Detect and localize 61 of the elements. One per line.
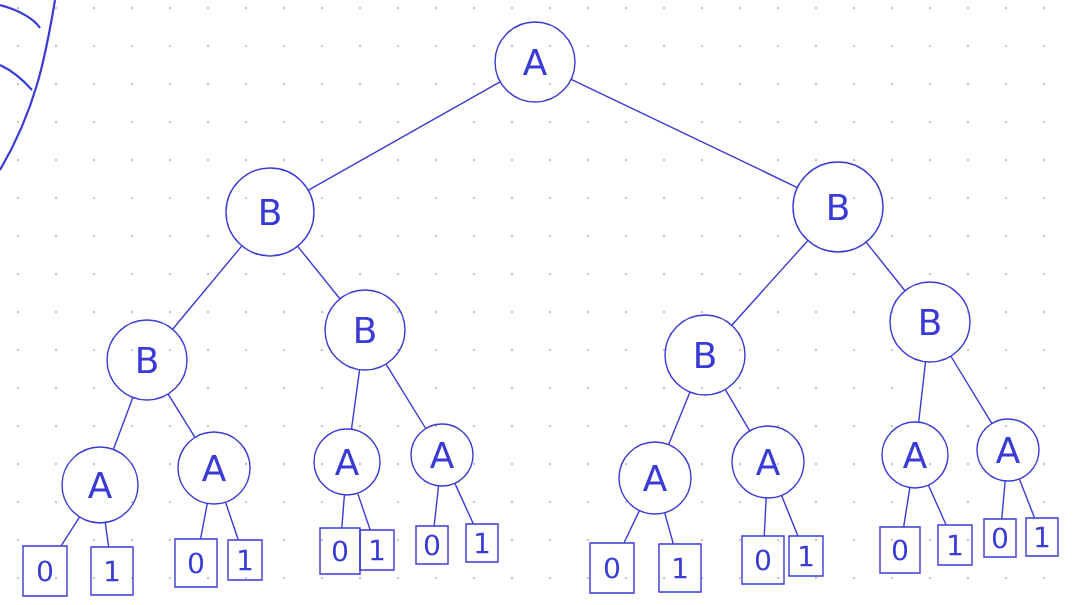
circle-node: A — [881, 421, 949, 489]
square-node: 0 — [174, 538, 218, 588]
connector-line — [172, 245, 243, 330]
connector-line — [865, 242, 906, 291]
square-node: 0 — [415, 525, 449, 565]
square-node: 1 — [359, 529, 395, 571]
connector-line — [763, 497, 767, 536]
circle-node: A — [618, 441, 692, 515]
connector-line — [167, 393, 196, 438]
connector-line — [350, 369, 361, 430]
square-node: 1 — [788, 535, 824, 577]
connector-line — [950, 356, 993, 424]
connector-line — [781, 495, 799, 536]
connector-line — [1001, 480, 1006, 519]
connector-line — [104, 522, 110, 547]
connector-line — [60, 516, 80, 546]
circle-node: A — [731, 425, 805, 499]
square-node: 1 — [227, 539, 263, 581]
connector-line — [623, 510, 640, 543]
connector-line — [668, 392, 691, 445]
square-node: 0 — [22, 545, 68, 597]
circle-node: B — [792, 161, 884, 253]
circle-node: A — [177, 431, 251, 505]
connector-line — [341, 494, 346, 528]
connector-line — [308, 81, 501, 191]
circle-node: B — [324, 289, 406, 371]
square-node: 1 — [658, 543, 702, 593]
connector-line — [297, 246, 341, 299]
square-node: 0 — [879, 526, 921, 574]
circle-node: A — [61, 446, 139, 524]
circle-node: A — [976, 418, 1040, 482]
square-node: 1 — [937, 524, 973, 566]
connector-line — [928, 485, 947, 525]
connector-line — [571, 78, 798, 188]
circle-node: B — [664, 314, 746, 396]
square-node: 1 — [90, 546, 134, 596]
square-node: 1 — [1025, 517, 1059, 557]
square-node: 1 — [465, 523, 499, 563]
connector-line — [385, 363, 427, 429]
connector-line — [200, 503, 208, 539]
circle-node: A — [313, 428, 381, 496]
connector-line — [731, 240, 809, 326]
square-node: 0 — [741, 535, 785, 585]
circle-node: B — [106, 319, 188, 401]
connector-line — [664, 512, 674, 544]
connector-line — [112, 397, 134, 450]
connector-line — [433, 485, 440, 526]
connector-line — [918, 361, 927, 423]
circle-node: B — [889, 281, 971, 363]
connector-line — [225, 502, 239, 540]
square-node: 0 — [589, 542, 635, 594]
connector-line — [1018, 478, 1035, 518]
square-node: 0 — [983, 518, 1017, 558]
connector-line — [454, 483, 474, 524]
connector-line — [357, 493, 371, 530]
circle-node: A — [494, 21, 576, 103]
circle-node: B — [225, 167, 315, 257]
connector-line — [724, 389, 751, 432]
circle-node: A — [410, 423, 474, 487]
connector-line — [903, 487, 911, 527]
square-node: 0 — [319, 527, 361, 575]
